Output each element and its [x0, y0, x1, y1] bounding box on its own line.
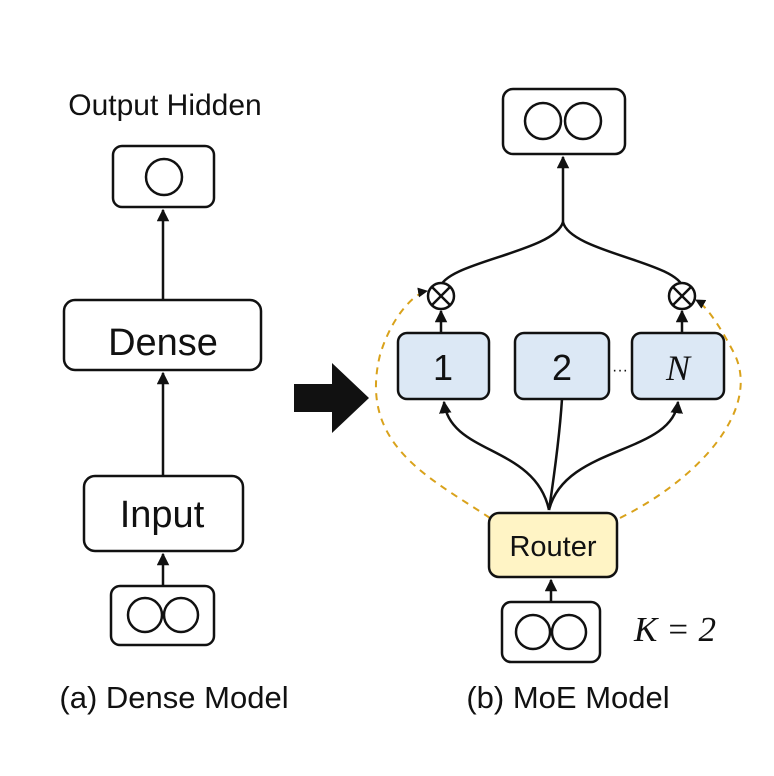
hidden-unit-circle — [563, 101, 603, 141]
gate-weight-dashed-line-right — [619, 299, 742, 519]
experts-ellipsis: ··· — [612, 362, 628, 379]
dense-model-caption: (a) Dense Model — [59, 680, 288, 715]
router-box: Router — [487, 511, 619, 579]
router-to-expertN-arrow — [547, 400, 683, 511]
expert1-multiply-icon — [426, 281, 456, 311]
hidden-unit-circle — [144, 157, 184, 197]
gate-weight-dashed-line-left — [374, 287, 491, 519]
input-layer-box: Input — [82, 474, 245, 553]
expert-1-label: 1 — [433, 347, 453, 388]
token-circle — [514, 613, 552, 651]
moe-output-hidden-box — [501, 87, 627, 156]
moe-input-tokens-box — [500, 600, 602, 664]
output-hidden-label: Output Hidden — [68, 89, 261, 122]
router-to-expert2-line — [547, 398, 564, 511]
expert-N-box: N — [630, 331, 726, 401]
dense-layer-box: Dense — [62, 298, 263, 372]
token-circle — [550, 613, 588, 651]
expert-2-label: 2 — [552, 347, 572, 388]
expert-2-box: 2 — [513, 331, 611, 401]
moe-model-caption: (b) MoE Model — [466, 680, 669, 715]
expertN-multiply-icon — [667, 281, 697, 311]
token-circle — [162, 596, 200, 634]
expertN-combine-line — [561, 221, 685, 289]
dense-input-tokens-box — [109, 584, 216, 647]
transform-arrow-icon — [294, 363, 369, 433]
token-circle — [126, 596, 164, 634]
dense-layer-label: Dense — [108, 322, 218, 364]
expert-1-box: 1 — [396, 331, 491, 401]
expert-N-label: N — [665, 348, 692, 388]
input-layer-label: Input — [120, 494, 205, 536]
moe-model-panel: 1 2 ··· N Router K = 2 (b) MoE — [374, 87, 742, 715]
expert1-combine-line — [438, 221, 565, 289]
dense-model-panel: Output Hidden Dense Input (a) Dense Mode… — [59, 89, 288, 715]
top-k-label: K = 2 — [633, 610, 716, 649]
router-label: Router — [509, 531, 596, 563]
router-to-expert1-arrow — [439, 400, 551, 511]
dense-output-hidden-box — [111, 144, 216, 209]
hidden-unit-circle — [523, 101, 563, 141]
